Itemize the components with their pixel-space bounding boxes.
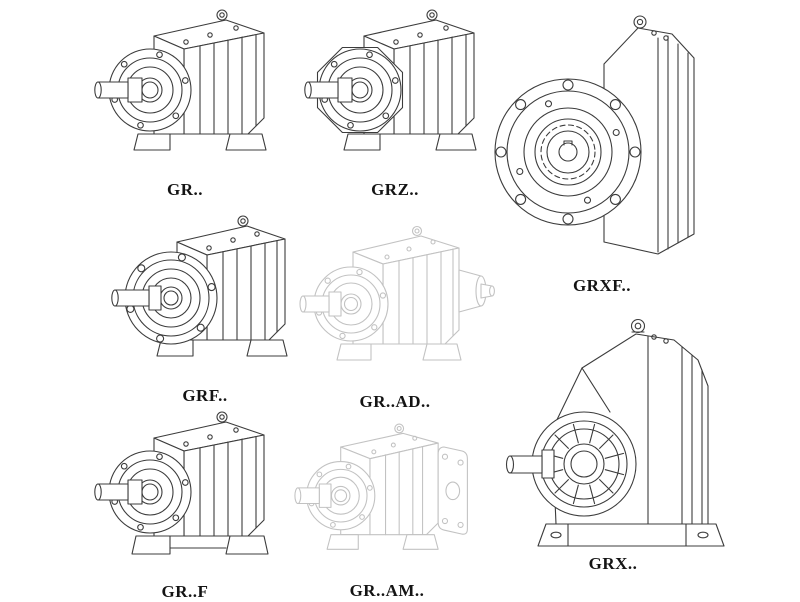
figure-grz: GRZ.. [300, 6, 490, 200]
figure-gr: GR.. [90, 6, 280, 200]
housing-bolts [206, 231, 260, 251]
figure-grf: GRF.. [105, 212, 305, 406]
grx-gearbox-drawing [505, 318, 725, 547]
cooling-ribs [667, 35, 689, 250]
output-shaft [111, 285, 162, 311]
output-hub [313, 266, 389, 342]
housing-bolts [651, 334, 669, 344]
cooling-ribs [398, 248, 454, 345]
gr-f-label: GR..F [161, 582, 209, 601]
mounting-feet [336, 343, 462, 361]
housing-bolts [651, 30, 669, 41]
lifting-eyebolt-icon [237, 215, 249, 227]
grf-gearbox-drawing [111, 215, 288, 357]
figure-gr-f: GR..F [90, 408, 280, 602]
lifting-eyebolt-icon [630, 318, 646, 334]
mounting-feet [326, 534, 439, 550]
grx-label: GRX.. [588, 554, 638, 573]
cooling-ribs [199, 436, 257, 537]
output-shaft [94, 479, 143, 505]
mounting-feet [343, 133, 477, 151]
output-hub [306, 461, 376, 531]
grxf-gearbox-drawing [494, 15, 695, 255]
gr-ad-gearbox-drawing [299, 225, 495, 361]
output-shaft [299, 291, 342, 317]
cooling-ribs [385, 446, 424, 536]
housing-bolts [393, 25, 449, 45]
cooling-ribs [199, 34, 257, 135]
lifting-eyebolt-icon [216, 411, 228, 423]
mounting-feet [133, 133, 267, 151]
figure-gr-am: GR..AM.. [292, 408, 482, 601]
housing [603, 27, 695, 255]
gr-am-gearbox-drawing [294, 423, 468, 550]
base-plate [537, 523, 725, 547]
grz-label: GRZ.. [371, 180, 419, 199]
housing-bolts [183, 25, 239, 45]
figure-grx: GRX.. [498, 312, 728, 574]
lifting-eyebolt-icon [426, 9, 438, 21]
motor-adapter-flange [437, 446, 468, 535]
gr-gearbox-drawing [94, 9, 267, 151]
output-hub [108, 450, 192, 534]
output-shaft [94, 77, 143, 103]
lifting-eyebolt-icon [216, 9, 228, 21]
housing-bolts [183, 427, 239, 447]
lifting-eyebolt-icon [633, 15, 647, 29]
cooling-ribs [222, 240, 278, 341]
output-flange [124, 251, 218, 345]
gr-f-gearbox-drawing [94, 411, 269, 555]
input-adapter [458, 269, 495, 313]
lifting-eyebolt-icon [411, 225, 423, 237]
gr-am-label: GR..AM.. [349, 581, 425, 601]
grz-gearbox-drawing [304, 9, 477, 151]
lifting-eyebolt-icon [394, 423, 405, 434]
cooling-ribs [681, 346, 703, 525]
mounting-feet [131, 535, 269, 555]
figure-grxf: GRXF.. [492, 6, 712, 296]
gr-ad-label: GR..AD.. [359, 392, 431, 411]
output-shaft [294, 483, 332, 508]
figure-gr-ad: GR..AD.. [295, 214, 495, 412]
output-shaft [304, 77, 353, 103]
gr-label: GR.. [167, 180, 203, 199]
mounting-flange [494, 78, 642, 226]
grf-label: GRF.. [182, 386, 228, 405]
cooling-ribs [409, 34, 467, 135]
grxf-label: GRXF.. [572, 276, 632, 295]
output-hub [318, 48, 402, 132]
housing-bolts [371, 435, 418, 455]
output-shaft [505, 449, 555, 479]
housing-bolts [384, 239, 436, 260]
